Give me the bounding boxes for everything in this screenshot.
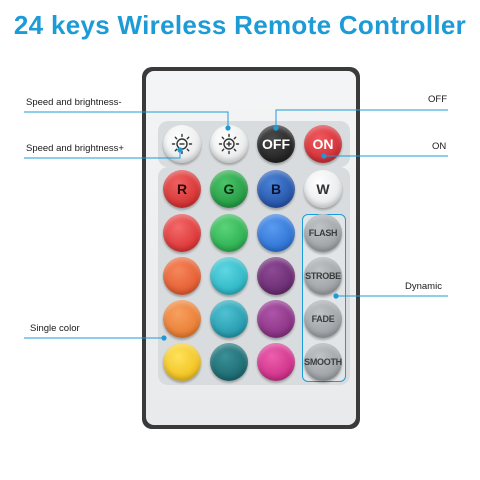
off-pointer-line: [275, 109, 448, 128]
color-button-cyan[interactable]: [210, 257, 248, 295]
brightness-up-pointer-dot: [177, 147, 183, 153]
on-annotation: ON: [432, 141, 447, 152]
on-button-label: ON: [312, 136, 334, 152]
color-button-yellow[interactable]: [163, 343, 201, 381]
red-button-label: R: [176, 181, 188, 197]
green-button-label: G: [223, 181, 235, 197]
color-button-green[interactable]: [210, 214, 248, 252]
on-pointer-dot: [321, 153, 327, 159]
off-annotation: OFF: [428, 94, 447, 105]
color-button-red[interactable]: [163, 214, 201, 252]
brightness-down-pointer-dot: [225, 125, 231, 131]
green-button[interactable]: G: [210, 170, 248, 208]
white-button-label: W: [316, 181, 330, 197]
smooth-button[interactable]: SMOOTH: [304, 343, 342, 381]
smooth-button-label: SMOOTH: [304, 357, 342, 367]
remote-controller: OFF ON R G B W FLASH: [142, 67, 360, 429]
color-button-purple[interactable]: [257, 300, 295, 338]
strobe-button[interactable]: STROBE: [304, 257, 342, 295]
color-button-pink[interactable]: [257, 343, 295, 381]
fade-button-label: FADE: [311, 314, 335, 324]
single-color-annotation: Single color: [30, 323, 80, 334]
dynamic-pointer-dot: [333, 293, 339, 299]
strobe-button-label: STROBE: [305, 271, 341, 281]
brightness-down-icon: [171, 133, 193, 155]
white-button[interactable]: W: [304, 170, 342, 208]
color-button-teal[interactable]: [210, 300, 248, 338]
fade-button[interactable]: FADE: [304, 300, 342, 338]
dynamic-annotation: Dynamic: [405, 281, 442, 292]
single-color-pointer-dot: [161, 335, 167, 341]
color-button-dark-purple[interactable]: [257, 257, 295, 295]
flash-button-label: FLASH: [308, 228, 338, 238]
brightness-up-icon: [218, 133, 240, 155]
brightness-down-annotation: Speed and brightness-: [26, 97, 122, 108]
brightness-up-pointer-line: [24, 150, 181, 159]
blue-button-label: B: [270, 181, 282, 197]
color-button-dark-teal[interactable]: [210, 343, 248, 381]
brightness-up-annotation: Speed and brightness+: [26, 143, 124, 154]
color-button-orange[interactable]: [163, 300, 201, 338]
off-button-label: OFF: [262, 136, 290, 152]
remote-face: OFF ON R G B W FLASH: [146, 71, 356, 425]
brightness-down-button[interactable]: [163, 125, 201, 163]
blue-button[interactable]: B: [257, 170, 295, 208]
off-pointer-dot: [273, 125, 279, 131]
red-button[interactable]: R: [163, 170, 201, 208]
brightness-up-button[interactable]: [210, 125, 248, 163]
brightness-down-pointer-line: [24, 111, 229, 128]
color-button-blue[interactable]: [257, 214, 295, 252]
page-title: 24 keys Wireless Remote Controller: [13, 10, 467, 40]
flash-button[interactable]: FLASH: [304, 214, 342, 252]
color-button-orange-red[interactable]: [163, 257, 201, 295]
off-button[interactable]: OFF: [257, 125, 295, 163]
